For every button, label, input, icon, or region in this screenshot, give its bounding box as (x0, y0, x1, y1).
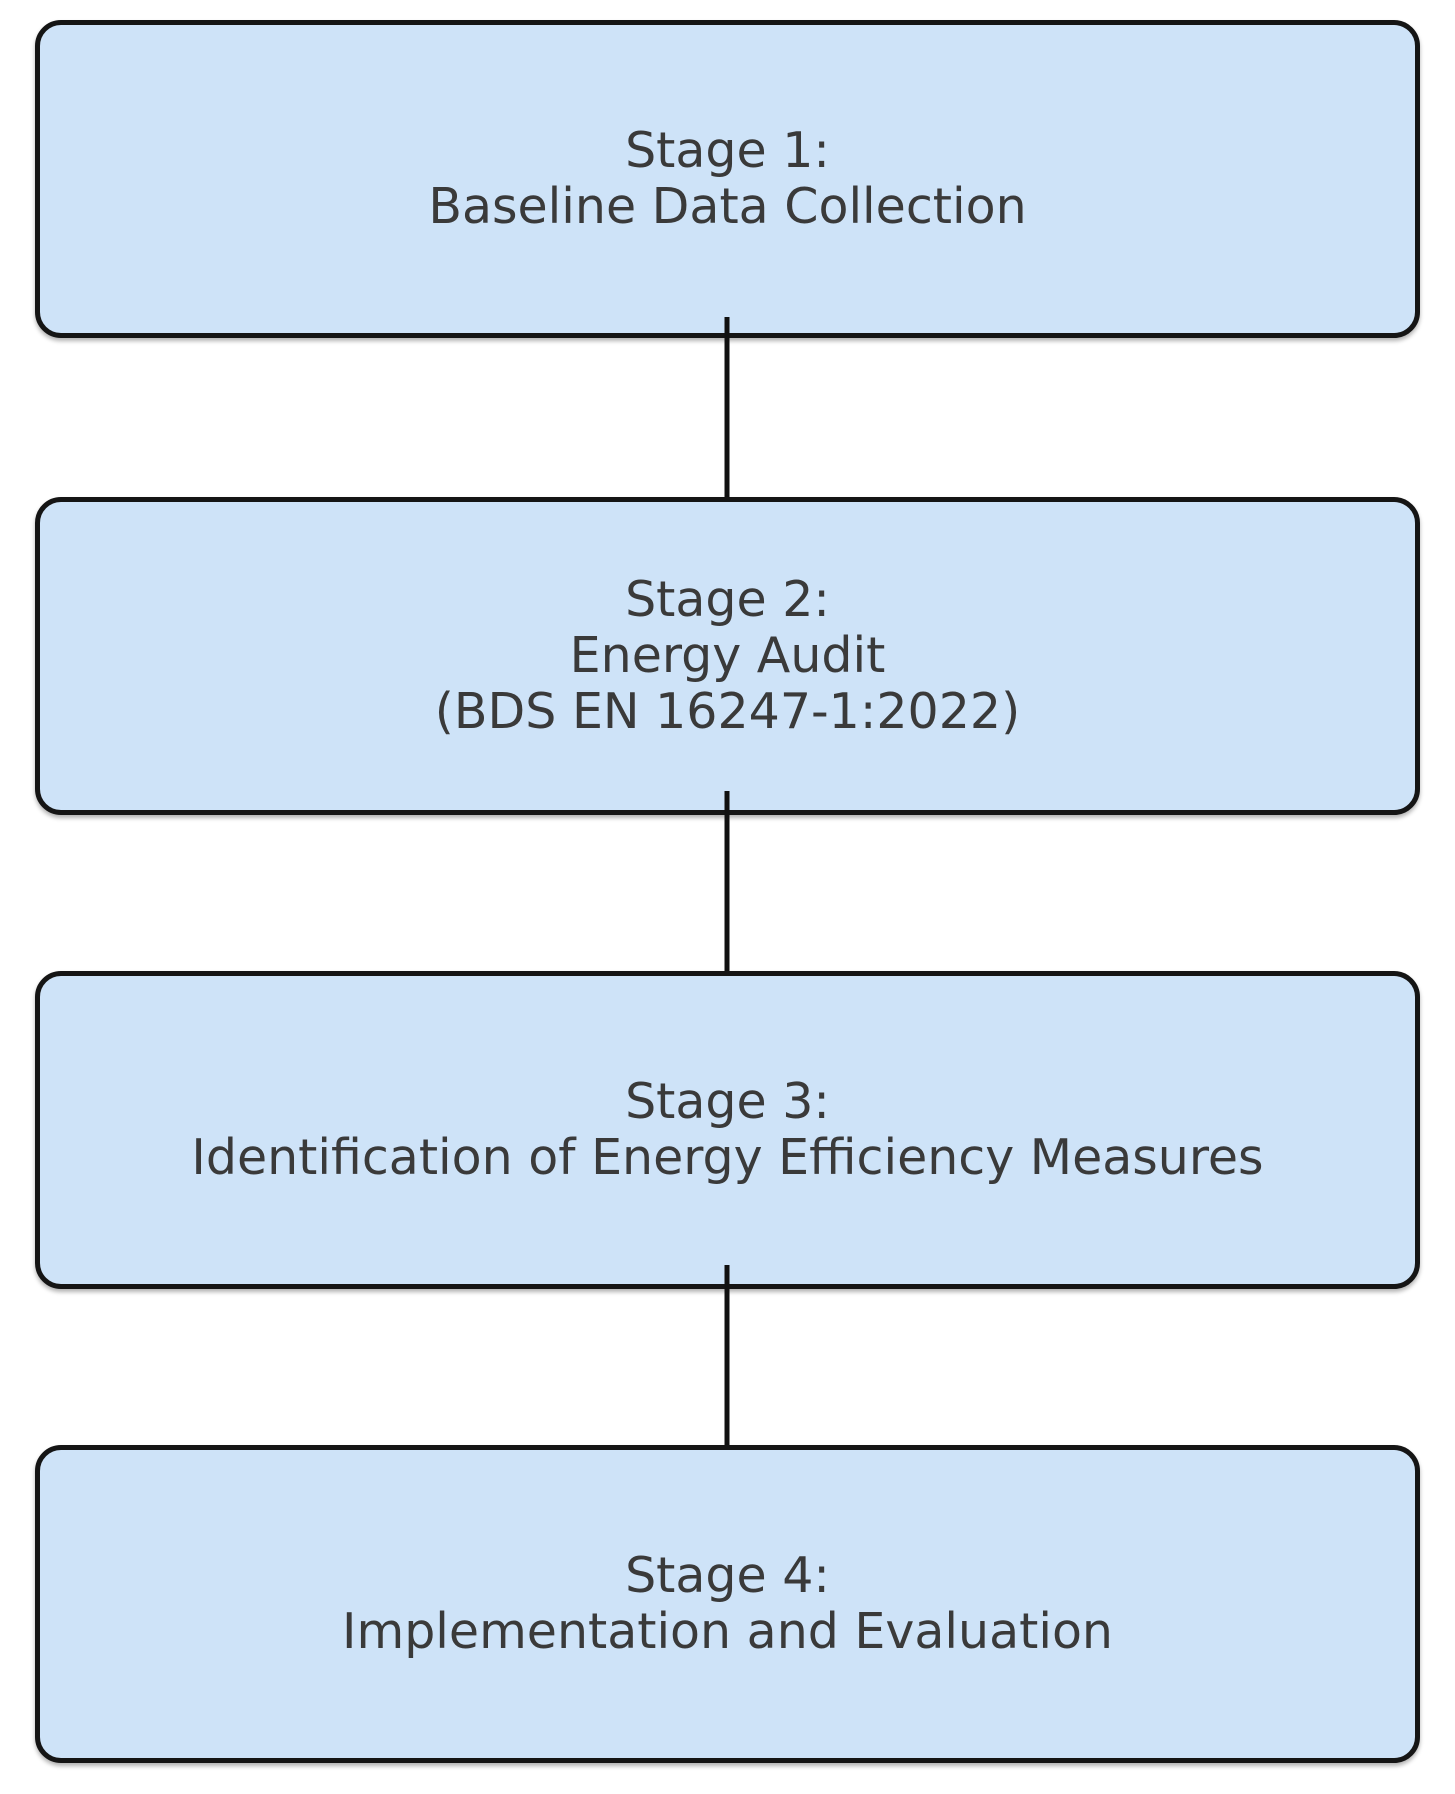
stage-3-title: Stage 3: (625, 1073, 830, 1130)
stage-1-title: Stage 1: (625, 122, 830, 179)
stage-2-title: Stage 2: (625, 571, 830, 628)
stage-3-description: Identification of Energy Efficiency Meas… (191, 1129, 1264, 1186)
stage-4-description: Implementation and Evaluation (342, 1603, 1113, 1660)
stage-2-description: Energy Audit (569, 627, 886, 684)
stage-4-box: Stage 4: Implementation and Evaluation (35, 1445, 1420, 1763)
stage-4-title: Stage 4: (625, 1547, 830, 1604)
stage-1-box: Stage 1: Baseline Data Collection (35, 20, 1420, 338)
stage-3-box: Stage 3: Identification of Energy Effici… (35, 971, 1420, 1289)
stage-1-description: Baseline Data Collection (428, 178, 1027, 235)
stage-2-standard: (BDS EN 16247-1:2022) (434, 683, 1021, 740)
stage-2-box: Stage 2: Energy Audit (BDS EN 16247-1:20… (35, 497, 1420, 815)
